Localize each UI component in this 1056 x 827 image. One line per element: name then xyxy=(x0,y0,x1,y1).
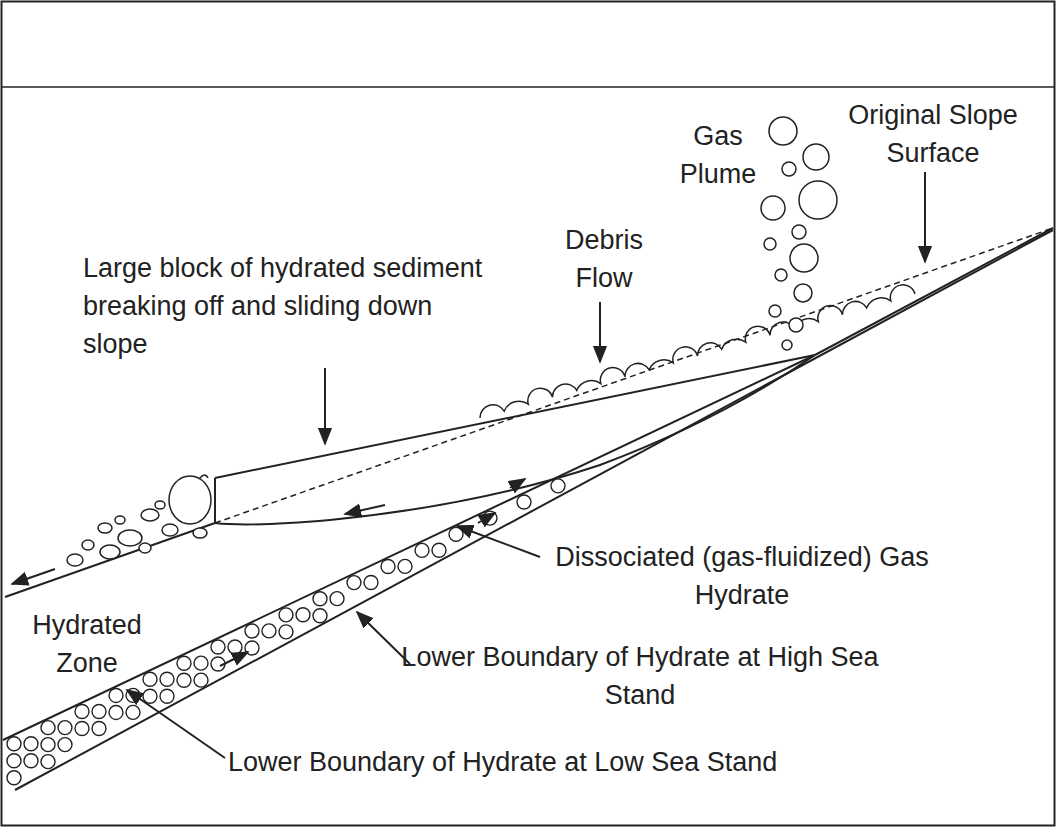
hydrate-bubble xyxy=(262,624,276,638)
hydrate-bubble xyxy=(92,704,106,718)
hydrate-bubble xyxy=(7,737,21,751)
hydrate-bubble xyxy=(211,640,225,654)
hydrate-bubble xyxy=(177,656,191,670)
hydrate-bubble xyxy=(551,479,565,493)
hydrate-bubble xyxy=(313,609,327,623)
debris-scallops xyxy=(480,285,915,418)
hydrate-bubble xyxy=(432,543,446,557)
gas-bubble xyxy=(782,162,796,176)
hydrate-bubble xyxy=(279,608,293,622)
toe-rubble xyxy=(67,475,211,566)
hydrate-bubble xyxy=(143,689,157,703)
annotation-label: Original Slope Surface xyxy=(815,96,1051,172)
hydrate-bubble xyxy=(7,754,21,768)
hydrate-bubble xyxy=(330,592,344,606)
hydrate-bubble xyxy=(160,689,174,703)
hydrate-bubble xyxy=(41,738,55,752)
hydrate-bubble xyxy=(7,771,21,785)
hydrate-bubble xyxy=(228,640,242,654)
seafloor xyxy=(815,228,1053,355)
gas-bubble xyxy=(764,238,776,250)
hydrate-boundaries xyxy=(3,230,1053,790)
seafloor xyxy=(5,523,215,597)
hydrate-bubble xyxy=(143,672,157,686)
hydrate-bubble xyxy=(398,559,412,573)
hydrate-bubble xyxy=(449,527,463,541)
slide-block xyxy=(215,355,815,524)
gas-bubble xyxy=(769,305,781,317)
hydrate-bubble xyxy=(41,721,55,735)
annotation-label: Lower Boundary of Hydrate at Low Sea Sta… xyxy=(228,743,988,781)
hydrate-bubble xyxy=(347,576,361,590)
hydrate-bubble xyxy=(160,672,174,686)
hydrate-bubble xyxy=(109,705,123,719)
annotation-label: Hydrated Zone xyxy=(12,606,162,682)
gas-bubble xyxy=(761,196,785,220)
hydrate-bubble xyxy=(75,705,89,719)
hydrate-bubble xyxy=(177,673,191,687)
hydrate-bubble xyxy=(24,754,38,768)
hydrate-bubble xyxy=(126,705,140,719)
gas-bubble xyxy=(775,269,787,281)
hydrate-bubble xyxy=(58,721,72,735)
debris-flow xyxy=(480,285,915,418)
gas-bubble xyxy=(794,284,812,302)
sea-surface xyxy=(2,87,1054,88)
hydrate-bubble xyxy=(194,656,208,670)
hydrate-bubble xyxy=(415,543,429,557)
annotation-label: Lower Boundary of Hydrate at High Sea St… xyxy=(400,638,880,714)
gas-bubble xyxy=(769,117,797,145)
hydrate-bubble xyxy=(245,624,259,638)
hydrate-bubble xyxy=(109,688,123,702)
gas-plume xyxy=(761,117,837,350)
gas-bubble xyxy=(803,144,829,170)
hydrate-bubble xyxy=(75,722,89,736)
annotation-label: Debris Flow xyxy=(549,221,659,297)
annotation-label: Dissociated (gas-fluidized) Gas Hydrate xyxy=(532,538,952,614)
gas-bubble xyxy=(782,340,792,350)
hydrate-bubble xyxy=(58,738,72,752)
hydrate-bubble xyxy=(24,737,38,751)
hydrate-bubble xyxy=(381,559,395,573)
gas-bubble xyxy=(789,318,803,332)
hydrate-bubble xyxy=(92,721,106,735)
hydrate-bubble xyxy=(313,592,327,606)
hydrate-bubble xyxy=(279,625,293,639)
annotation-label: Gas Plume xyxy=(663,117,773,193)
hydrate-bubble xyxy=(194,673,208,687)
gas-bubble xyxy=(799,181,837,219)
annotation-label: Large block of hydrated sediment breakin… xyxy=(83,249,483,363)
gas-bubble xyxy=(792,225,806,239)
sea-surface-line xyxy=(2,86,1054,88)
gas-bubble xyxy=(790,244,818,272)
hydrate-bubble xyxy=(41,755,55,769)
hydrate-bubble xyxy=(517,495,531,509)
hydrate-bubble xyxy=(364,576,378,590)
hydrate-bubble xyxy=(296,608,310,622)
hydrate-circles xyxy=(7,479,565,785)
arrows xyxy=(12,172,925,758)
